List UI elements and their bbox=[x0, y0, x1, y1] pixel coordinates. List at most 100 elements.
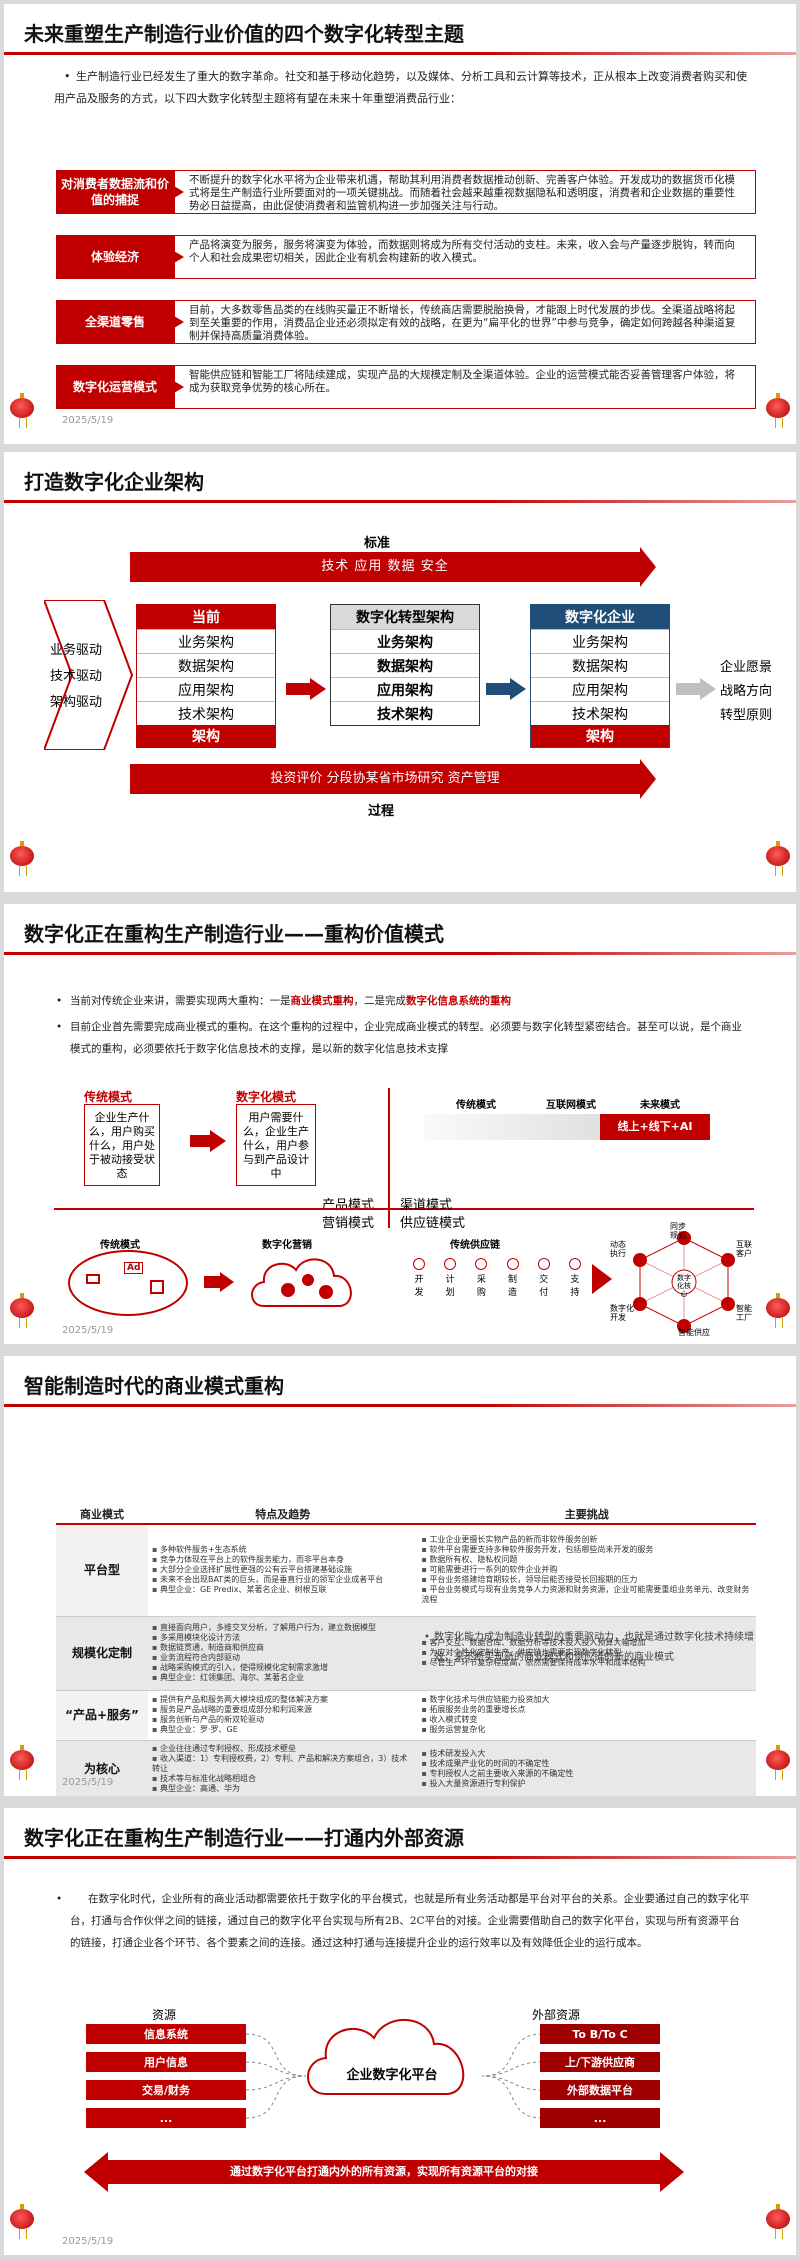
title-underline bbox=[4, 500, 796, 503]
slide-4: 智能制造时代的商业模式重构 商业模式 特点及趋势 主要挑战 平台型 多种软件服务… bbox=[4, 1356, 796, 1796]
table-header: 主要挑战 bbox=[417, 1504, 756, 1525]
outcome-item: 战略方向 bbox=[720, 684, 773, 699]
intro-paragraph: • 生产制造行业已经发生了重大的数字革命。社交和基于移动化趋势，以及媒体、分析工… bbox=[54, 70, 747, 105]
challenges-cell: 数字化技术与供应链能力投资加大拓展服务业务的重要增长点收入模式转变服务运营复杂化 bbox=[417, 1690, 756, 1741]
title-underline bbox=[4, 1856, 796, 1859]
external-resource-label: 外部资源 bbox=[532, 2008, 581, 2022]
vertical-divider bbox=[388, 1088, 390, 1228]
slide-title: 数字化正在重构生产制造行业——重构价值模式 bbox=[24, 922, 444, 946]
node-label: 同步规划 bbox=[670, 1222, 686, 1240]
digital-enterprise-architecture: 数字化企业 业务架构 数据架构 应用架构 技术架构 架构 bbox=[530, 604, 670, 748]
outcome-item: 转型原则 bbox=[720, 708, 773, 723]
column-item: 数据架构 bbox=[137, 653, 275, 677]
theme-row: 对消费者数据流和价值的捕捉 不断提升的数字化水平将为企业带来机遇，帮助其利用消费… bbox=[56, 170, 756, 214]
node-label: 动态执行 bbox=[610, 1240, 626, 1258]
channel-gray-arrow bbox=[424, 1114, 604, 1140]
node-label: 智能供应 bbox=[678, 1328, 710, 1337]
table-header: 特点及趋势 bbox=[148, 1504, 418, 1525]
title-underline bbox=[4, 1404, 796, 1407]
challenges-cell: 技术研发投入大技术成果产业化的时间的不确定性专利授权人之前主要收入来源的不确定性… bbox=[417, 1740, 756, 1796]
lantern-icon bbox=[766, 1745, 790, 1780]
slide-date: 2025/5/19 bbox=[62, 415, 114, 426]
internal-resource: 交易/财务 bbox=[86, 2080, 246, 2100]
challenges-cell: 工业企业更擅长实物产品的新而非软件服务创新软件平台需要支持多种软件服务开发，包括… bbox=[417, 1524, 756, 1617]
title-underline bbox=[4, 952, 796, 955]
column-item: 应用架构 bbox=[531, 677, 669, 701]
slide-5: 数字化正在重构生产制造行业——打通内外部资源 • 在数字化时代，企业所有的商业活… bbox=[4, 1808, 796, 2255]
theme-description: 不断提升的数字化水平将为企业带来机遇，帮助其利用消费者数据推动创新、完善客户体验… bbox=[174, 170, 756, 214]
outcome-list: 企业愿景 战略方向 转型原则 bbox=[720, 656, 772, 728]
arrow-right-icon bbox=[592, 1264, 612, 1294]
slide-2: 打造数字化企业架构 标准 技术 应用 数据 安全 业务驱动 技术驱动 架构驱动 … bbox=[4, 452, 796, 892]
row-key: 规模化定制 bbox=[56, 1616, 148, 1691]
lantern-icon bbox=[10, 1293, 34, 1328]
theme-label: 数字化运营模式 bbox=[56, 365, 184, 409]
channel-mode-label: 渠道模式 bbox=[400, 1198, 453, 1213]
column-item: 业务架构 bbox=[137, 629, 275, 653]
theme-label: 全渠道零售 bbox=[56, 300, 184, 344]
slide-3: 数字化正在重构生产制造行业——重构价值模式 • 当前对传统企业来讲，需要实现两大… bbox=[4, 904, 796, 1344]
business-model-table: 商业模式 特点及趋势 主要挑战 平台型 多种软件服务+生态系统竞争力体现在平台上… bbox=[56, 1504, 756, 1796]
table-header: 商业模式 bbox=[56, 1504, 148, 1525]
driver-item: 业务驱动 bbox=[50, 643, 103, 658]
lantern-icon bbox=[10, 2204, 34, 2239]
node-label: 智能工厂 bbox=[736, 1304, 752, 1322]
marketing-digital-label: 数字化营销 bbox=[262, 1240, 312, 1251]
driver-item: 架构驱动 bbox=[50, 695, 103, 710]
supply-chain-steps: 开发 计划 采购 制造 交付 支持 bbox=[412, 1258, 582, 1298]
node-label: 互联客户 bbox=[736, 1240, 752, 1258]
dashed-connector-icon bbox=[482, 2033, 542, 2119]
arrow-right-icon bbox=[676, 678, 716, 700]
slide-title: 未来重塑生产制造行业价值的四个数字化转型主题 bbox=[24, 22, 464, 46]
dashed-connector-icon bbox=[246, 2033, 306, 2119]
challenges-cell: 客户交互、数据合库、数据分析等技术投入投入预算大幅增加为应对个性化定制生产，供应… bbox=[417, 1616, 756, 1691]
newspaper-icon bbox=[150, 1280, 164, 1294]
supply-chain-traditional-label: 传统供应链 bbox=[450, 1240, 500, 1251]
process-label: 过程 bbox=[368, 804, 395, 819]
table-header-row: 商业模式 特点及趋势 主要挑战 bbox=[56, 1504, 756, 1525]
lantern-icon bbox=[10, 841, 34, 876]
table-row: 为核心 企业往往通过专利授权、形成技术壁垒收入渠道：1）专利授权费，2）专利、产… bbox=[56, 1740, 756, 1796]
bullet-1: • 当前对传统企业来讲，需要实现两大重构：一是商业模式重构，二是完成数字化信息系… bbox=[56, 995, 511, 1007]
channel-internet-label: 互联网模式 bbox=[546, 1100, 596, 1111]
lantern-icon bbox=[766, 1293, 790, 1328]
platform-label: 企业数字化平台 bbox=[346, 2068, 438, 2083]
slide-date: 2025/5/19 bbox=[62, 1325, 114, 1336]
column-header: 数字化企业 bbox=[531, 605, 669, 629]
features-cell: 多种软件服务+生态系统竞争力体现在平台上的软件服务能力，而非平台本身大部分企业选… bbox=[148, 1524, 418, 1617]
theme-description: 产品将演变为服务，服务将演变为体验，而数据则将成为所有交付活动的支柱。未来，收入… bbox=[174, 235, 756, 279]
theme-description: 智能供应链和智能工厂将陆续建成，实现产品的大规模定制及全渠道体验。企业的运营模式… bbox=[174, 365, 756, 409]
slide-title: 打造数字化企业架构 bbox=[24, 470, 204, 494]
product-mode-label: 产品模式 bbox=[322, 1198, 375, 1213]
theme-row: 数字化运营模式 智能供应链和智能工厂将陆续建成，实现产品的大规模定制及全渠道体验… bbox=[56, 365, 756, 409]
column-item: 技术架构 bbox=[531, 701, 669, 725]
center-node-label: 数字化核心 bbox=[677, 1274, 691, 1298]
slide-date: 2025/5/19 bbox=[62, 1777, 114, 1788]
internal-resource: 用户信息 bbox=[86, 2052, 246, 2072]
step-item: 制造 bbox=[506, 1258, 520, 1298]
lantern-icon bbox=[10, 393, 34, 428]
slide-title: 智能制造时代的商业模式重构 bbox=[24, 1374, 284, 1398]
features-cell: 直接面向用户，多维交叉分析，了解用户行为，建立数据模型多采用模块化设计方法数据链… bbox=[148, 1616, 418, 1691]
features-cell: 企业往往通过专利授权、形成技术壁垒收入渠道：1）专利授权费，2）专利、产品和解决… bbox=[148, 1740, 418, 1796]
ad-icon: Ad bbox=[124, 1262, 144, 1274]
step-item: 开发 bbox=[412, 1258, 426, 1298]
banner-text: 通过数字化平台打通内外的所有资源，实现所有资源平台的对接 bbox=[230, 2165, 538, 2178]
lantern-icon bbox=[10, 1745, 34, 1780]
column-item: 数据架构 bbox=[531, 653, 669, 677]
table-row: 规模化定制 直接面向用户，多维交叉分析，了解用户行为，建立数据模型多采用模块化设… bbox=[56, 1616, 756, 1691]
slide-date: 2025/5/19 bbox=[62, 2236, 114, 2247]
standard-arrow: 技术 应用 数据 安全 bbox=[130, 547, 656, 587]
digital-supply-network-icon bbox=[633, 1231, 735, 1333]
slide-title: 数字化正在重构生产制造行业——打通内外部资源 bbox=[24, 1826, 464, 1850]
arrow-right-icon bbox=[486, 678, 526, 700]
supply-chain-mode-label: 供应链模式 bbox=[400, 1216, 466, 1231]
column-item: 应用架构 bbox=[331, 677, 479, 701]
overlay-paragraph: • 数字化能力成为制造业转型的重要驱动力，也就是通过数字化技术持续增效，来不断实… bbox=[424, 1632, 754, 1663]
title-underline bbox=[4, 52, 796, 55]
traditional-mode-label: 传统模式 bbox=[84, 1090, 133, 1104]
lantern-icon bbox=[766, 393, 790, 428]
horizontal-divider bbox=[54, 1208, 754, 1210]
cloud-platform-icon bbox=[307, 2018, 465, 2095]
row-key: 为核心 bbox=[56, 1740, 148, 1796]
